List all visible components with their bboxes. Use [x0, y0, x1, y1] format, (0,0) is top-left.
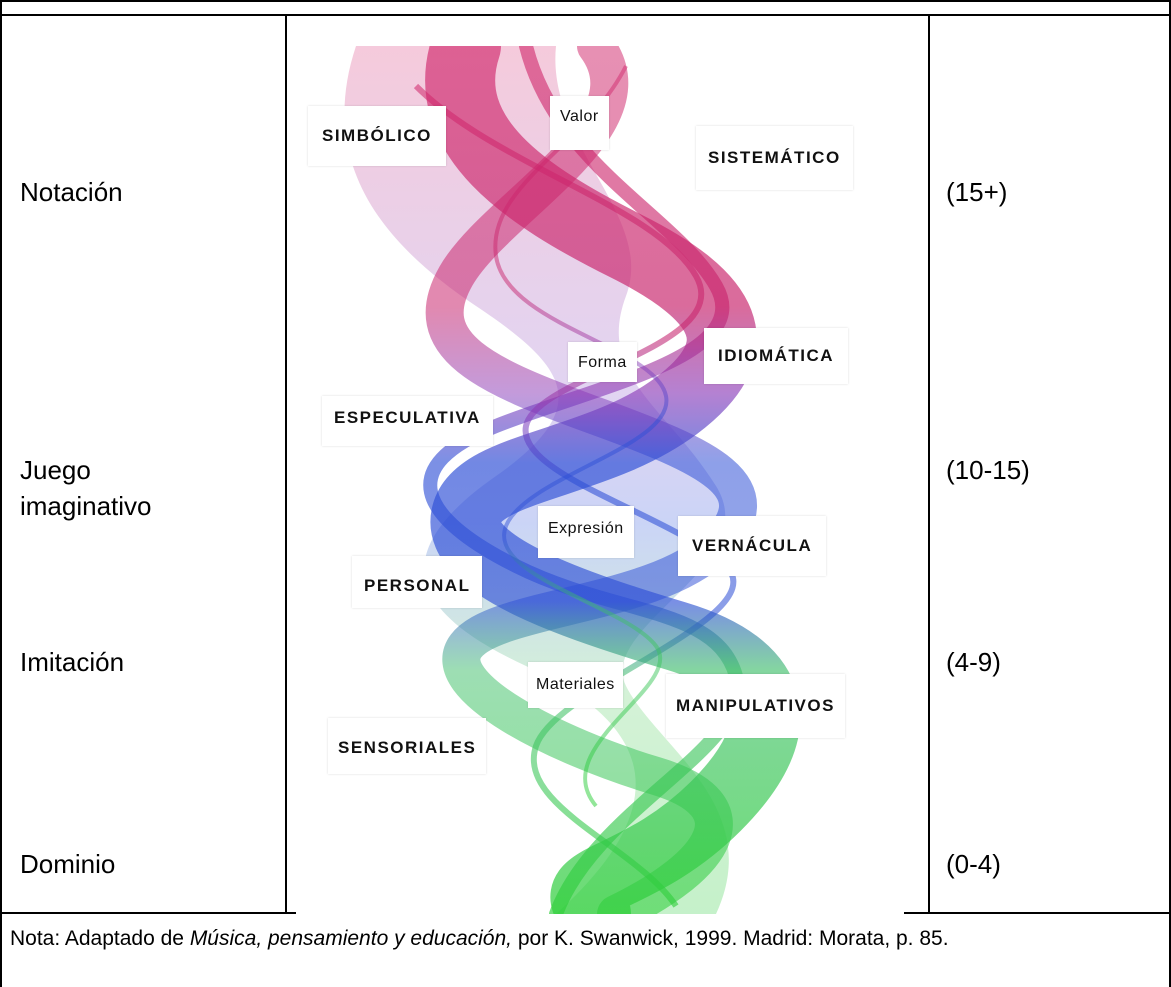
table-note: Nota: Adaptado de Música, pensamiento y … — [10, 924, 1150, 954]
table-col-divider-2 — [928, 14, 930, 914]
spiral-figure: SIMBÓLICO Valor SISTEMÁTICO Forma IDIOMÁ… — [296, 46, 904, 914]
stage-juego-line2: imaginativo — [20, 491, 152, 521]
stage-imitacion: Imitación — [20, 647, 125, 677]
age-notacion: (15+) — [946, 177, 1008, 207]
table-border-right — [1169, 0, 1171, 987]
label-sistematico: SISTEMÁTICO — [696, 126, 853, 190]
table-col-divider-1 — [285, 14, 287, 914]
spiral-smoke-image — [296, 46, 904, 914]
stage-juego-line1: Juego — [20, 455, 91, 485]
age-juego: (10-15) — [946, 455, 1030, 485]
stage-dominio: Dominio — [20, 849, 116, 879]
table-row-divider — [0, 14, 1171, 16]
note-prefix: Nota: Adaptado de — [10, 927, 190, 950]
label-manipulativos: MANIPULATIVOS — [666, 674, 845, 738]
label-forma: Forma — [568, 342, 637, 382]
label-personal: PERSONAL — [352, 556, 483, 608]
label-valor: Valor — [550, 96, 609, 150]
label-vernacula: VERNÁCULA — [678, 516, 827, 576]
note-suffix: por K. Swanwick, 1999. Madrid: Morata, p… — [512, 927, 949, 950]
label-sensoriales: SENSORIALES — [328, 718, 487, 774]
age-imitacion: (4-9) — [946, 647, 1001, 677]
table-border-top — [0, 0, 1171, 2]
age-dominio: (0-4) — [946, 849, 1001, 879]
note-book-title: Música, pensamiento y educación, — [189, 927, 512, 950]
stage-notacion: Notación — [20, 177, 123, 207]
label-especulativa: ESPECULATIVA — [322, 396, 493, 446]
label-idiomatica: IDIOMÁTICA — [704, 328, 849, 384]
label-simbolico: SIMBÓLICO — [308, 106, 446, 166]
label-expresion: Expresión — [538, 506, 634, 558]
table-border-left — [0, 0, 2, 987]
label-materiales: Materiales — [528, 662, 623, 708]
